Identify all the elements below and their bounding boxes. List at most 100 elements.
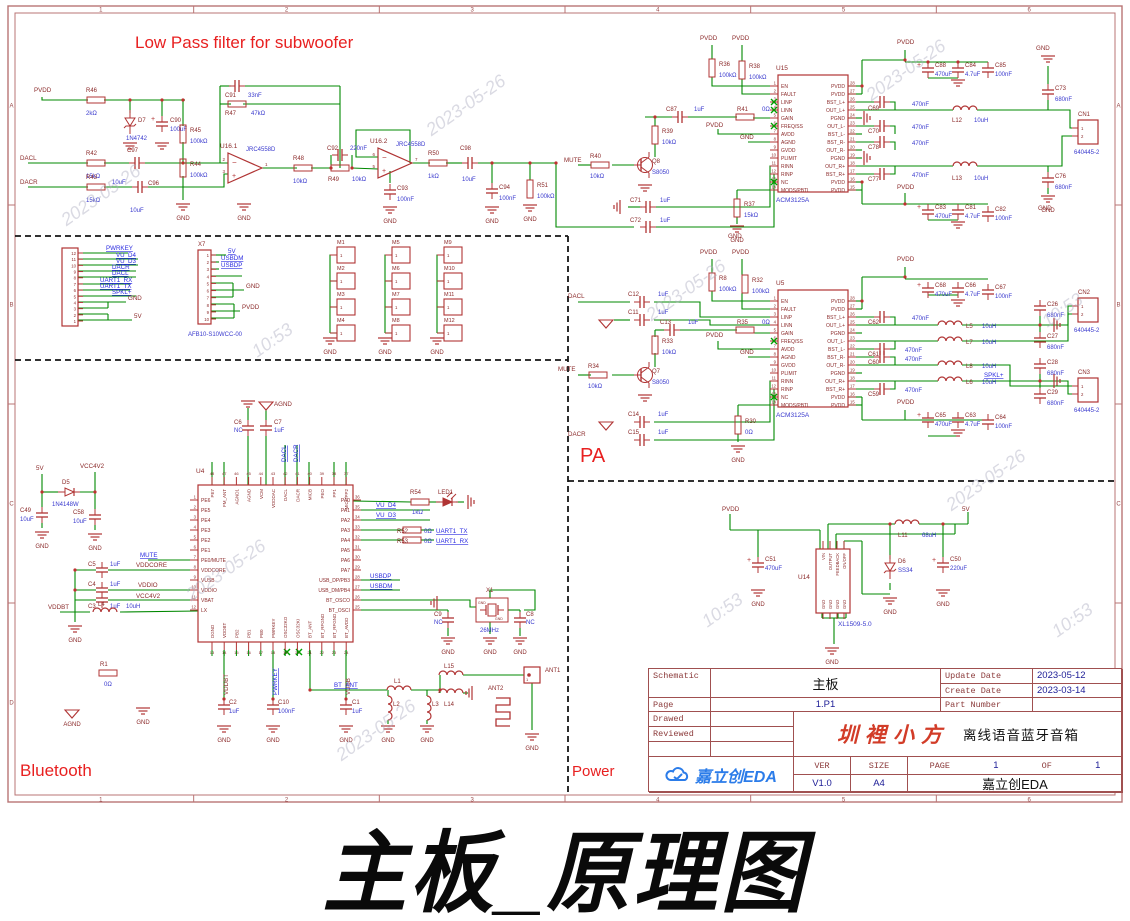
section-label: Low Pass filter for subwoofer [135,33,354,52]
junction-dot [860,180,864,184]
component-C61-value: 470nF [905,348,922,354]
opamp-U16.1-pin: 3 [222,169,225,174]
ic-U14-pin-name: VIN [821,553,826,560]
component-R36-ref: R36 [719,62,731,68]
frame-col-label: 5 [842,798,846,804]
ic-U5-pin-name: PLIMIT [781,371,797,377]
ic-X7-pin-num: 2 [207,260,210,265]
net-label-VU_D3: VU_D3 [376,512,397,519]
ic-M8-pin-num: 1 [395,331,398,336]
ic-X7-pin-num: 8 [207,303,210,308]
component-C68-value: 470uF [935,292,952,298]
ic-U4-pin-num: 12 [191,605,196,610]
ic-U4-pin-num: 4 [194,525,197,530]
ic-U5-pin-num: 12 [771,384,776,389]
ic-CN3 [1077,377,1099,403]
ic-U15-pin-name: GAIN [781,116,794,122]
ic-U4-pin-name: PE7 [210,489,215,498]
wire [654,380,778,423]
component-C51-ref: C51 [765,557,777,563]
net-label-UART1_TX: UART1_TX [436,528,468,535]
ic-U5-pin-name: LINN [781,323,793,329]
junction-dot [903,275,907,279]
logo-cell: 嘉立创EDA [649,757,794,793]
ic-U15-pin-name: GVDD [781,148,796,154]
component-C81-value: 4.7uF [965,214,981,220]
opamp-U16.2-minus: − [382,153,387,162]
ic-hdr [61,247,79,327]
component-R45-ref: R45 [190,128,202,134]
opamp-U16.2-plus: + [382,168,386,175]
component-C64-ref: C64 [995,415,1007,421]
component-C8-ref: C8 [526,612,534,618]
ic-U15-pin-name: AVDD [781,132,795,138]
ic-U4-pin-name: PB1 [247,629,252,638]
create-date-label: Create Date [941,684,1033,698]
component-D5 [64,487,76,497]
junction-dot [1038,323,1042,327]
wire [654,319,778,326]
junction-dot [888,522,892,526]
net-label-PVDD: PVDD [897,399,915,406]
size-value: A4 [851,775,908,793]
net-label-PVDD: PVDD [706,122,724,129]
ic-U4-pin-num: 5 [194,535,197,540]
opamp-U16.1-part: JRC4558D [246,147,276,153]
component-L11 [894,519,920,525]
ic-X7-pin-num: 5 [207,281,210,286]
component-C5-value: 1uF [110,562,121,568]
ic-U15-pin-num: 8 [774,137,777,142]
ic-U4-pin-name: AGND1 [234,489,239,505]
reviewed-label: Reviewed [649,727,711,742]
ic-U4-pin-name: USB_DP/PB3 [319,578,350,584]
component-L8-ref: L8 [966,364,973,370]
ic-X7-pin-num: 4 [207,274,210,279]
component-D6-ref: D6 [898,559,906,565]
component-C83-value: 470uF [935,214,952,220]
component-C63-value: 4.7uF [965,422,981,428]
component-ANT2 [495,697,511,727]
ic-U4-pin-num: 10 [191,585,196,590]
ic-U4-pin-name: PA7 [341,568,350,574]
nc-cross [770,106,778,114]
frame-col-label: 1 [99,798,103,804]
ic-U15-pin-name: PVDD [831,92,845,98]
component-L11-value: 68uH [922,533,936,539]
opamp-U16.2-pin: 7 [415,157,418,162]
junction-dot [903,58,907,62]
ic-U5-pin-num: 4 [774,320,777,325]
ic-U14-pin-name: GND [828,600,833,609]
net-label-VCC4V2: VCC4V2 [136,593,161,600]
ic-U4-pin-num: 35 [355,505,360,510]
component-R42-ref: R42 [86,151,98,157]
component-R41-ref: R41 [737,107,749,113]
gnd-label: GND [441,650,455,656]
component-C97-ref: C97 [127,148,139,154]
net-label-VCC4V2: VCC4V2 [80,463,105,470]
component-C62-value: 470nF [912,316,929,322]
component-R39-value: 10kΩ [662,140,677,146]
component-C58-value: 10uF [73,519,87,525]
component-R32 [741,274,749,294]
component-L7 [937,336,963,342]
component-L6 [937,376,963,382]
net-label-PVDD: PVDD [897,256,915,263]
component-C66-value: 4.7uF [965,292,981,298]
component-R42 [86,159,106,167]
component-R35-value: 0Ω [762,320,770,326]
ic-CN2-ref: CN2 [1078,290,1091,296]
component-R45 [179,124,187,144]
wire [711,291,778,302]
of-word: OF [1041,760,1052,771]
component-ANT1 [527,673,531,677]
gnd-label: GND [237,216,251,222]
ic-U15-pin-name: RINP [781,172,794,178]
component-X1-pad: GND [495,617,503,621]
component-D5-value: 1N4148W [52,502,79,508]
component-C73-value: 680nF [1055,97,1072,103]
ic-U4-pin-name: PA3 [341,528,350,534]
brand-cell: 圳裡小方 离线语音蓝牙音箱 [794,712,1123,757]
frame-col-label: 4 [656,798,660,804]
ic-U5-pin-name: OUT_R+ [825,379,845,385]
component-R32-ref: R32 [752,278,764,284]
